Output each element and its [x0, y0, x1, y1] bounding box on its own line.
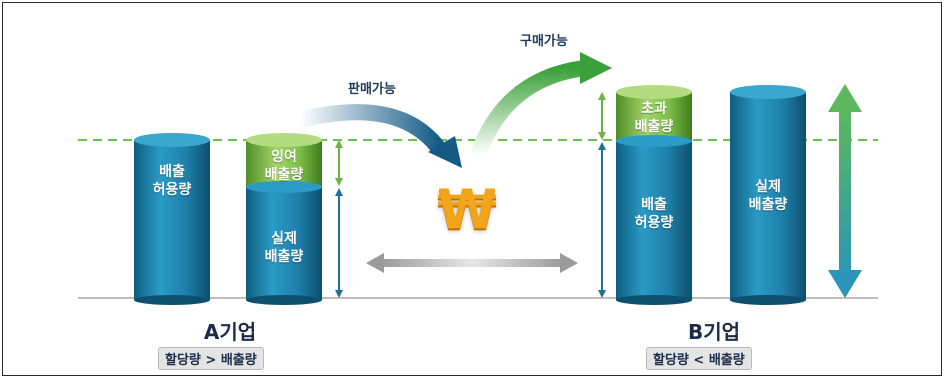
- a-emission-cylinder: [246, 133, 322, 305]
- sell-arrow: [298, 104, 447, 155]
- trade-double-arrow: [366, 253, 578, 273]
- b-actual-label: 실제 배출량: [748, 179, 788, 213]
- buy-label: 구매가능: [520, 34, 568, 49]
- b-actual-cylinder: [730, 85, 806, 305]
- b-allowance-range-arrow: [598, 142, 606, 298]
- buy-arrow: [470, 60, 587, 158]
- company-b-title: B기업: [687, 320, 741, 344]
- sell-label: 판매가능: [348, 82, 396, 97]
- a-surplus-range-arrow: [335, 140, 343, 186]
- company-a-condition: 할당량 > 배출량: [158, 347, 264, 370]
- a-actual-range-arrow: [335, 188, 343, 298]
- won-icon: ₩: [437, 178, 497, 241]
- b-emission-cylinder: [616, 85, 692, 305]
- a-actual-label: 실제 배출량: [264, 231, 304, 265]
- company-a-title: A기업: [203, 320, 257, 344]
- company-b-condition: 할당량 < 배출량: [646, 347, 752, 370]
- b-excess-range-arrow: [598, 92, 606, 140]
- a-allowance-cylinder: [134, 133, 210, 305]
- buy-arrow-head: [580, 52, 612, 84]
- b-allowance-label: 배출 허용량: [634, 197, 674, 231]
- sell-arrow-head: [428, 136, 462, 168]
- b-total-range-arrow: [828, 84, 862, 298]
- b-excess-label: 초과 배출량: [634, 101, 674, 135]
- a-allowance-label: 배출 허용량: [152, 164, 192, 198]
- a-surplus-label: 잉여 배출량: [264, 149, 304, 183]
